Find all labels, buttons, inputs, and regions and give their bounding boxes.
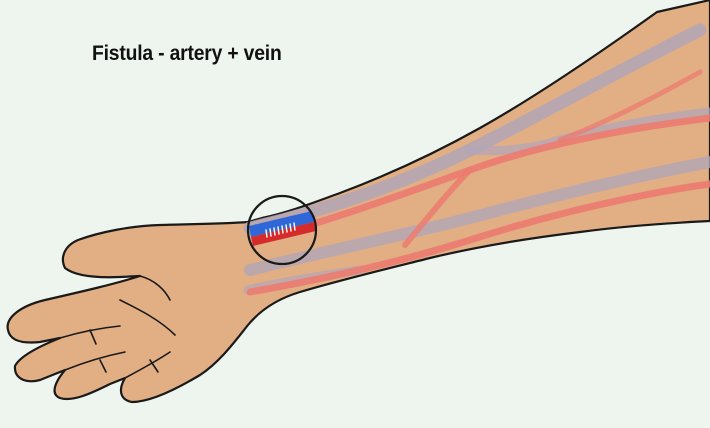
diagram-title: Fistula - artery + vein <box>92 43 282 64</box>
